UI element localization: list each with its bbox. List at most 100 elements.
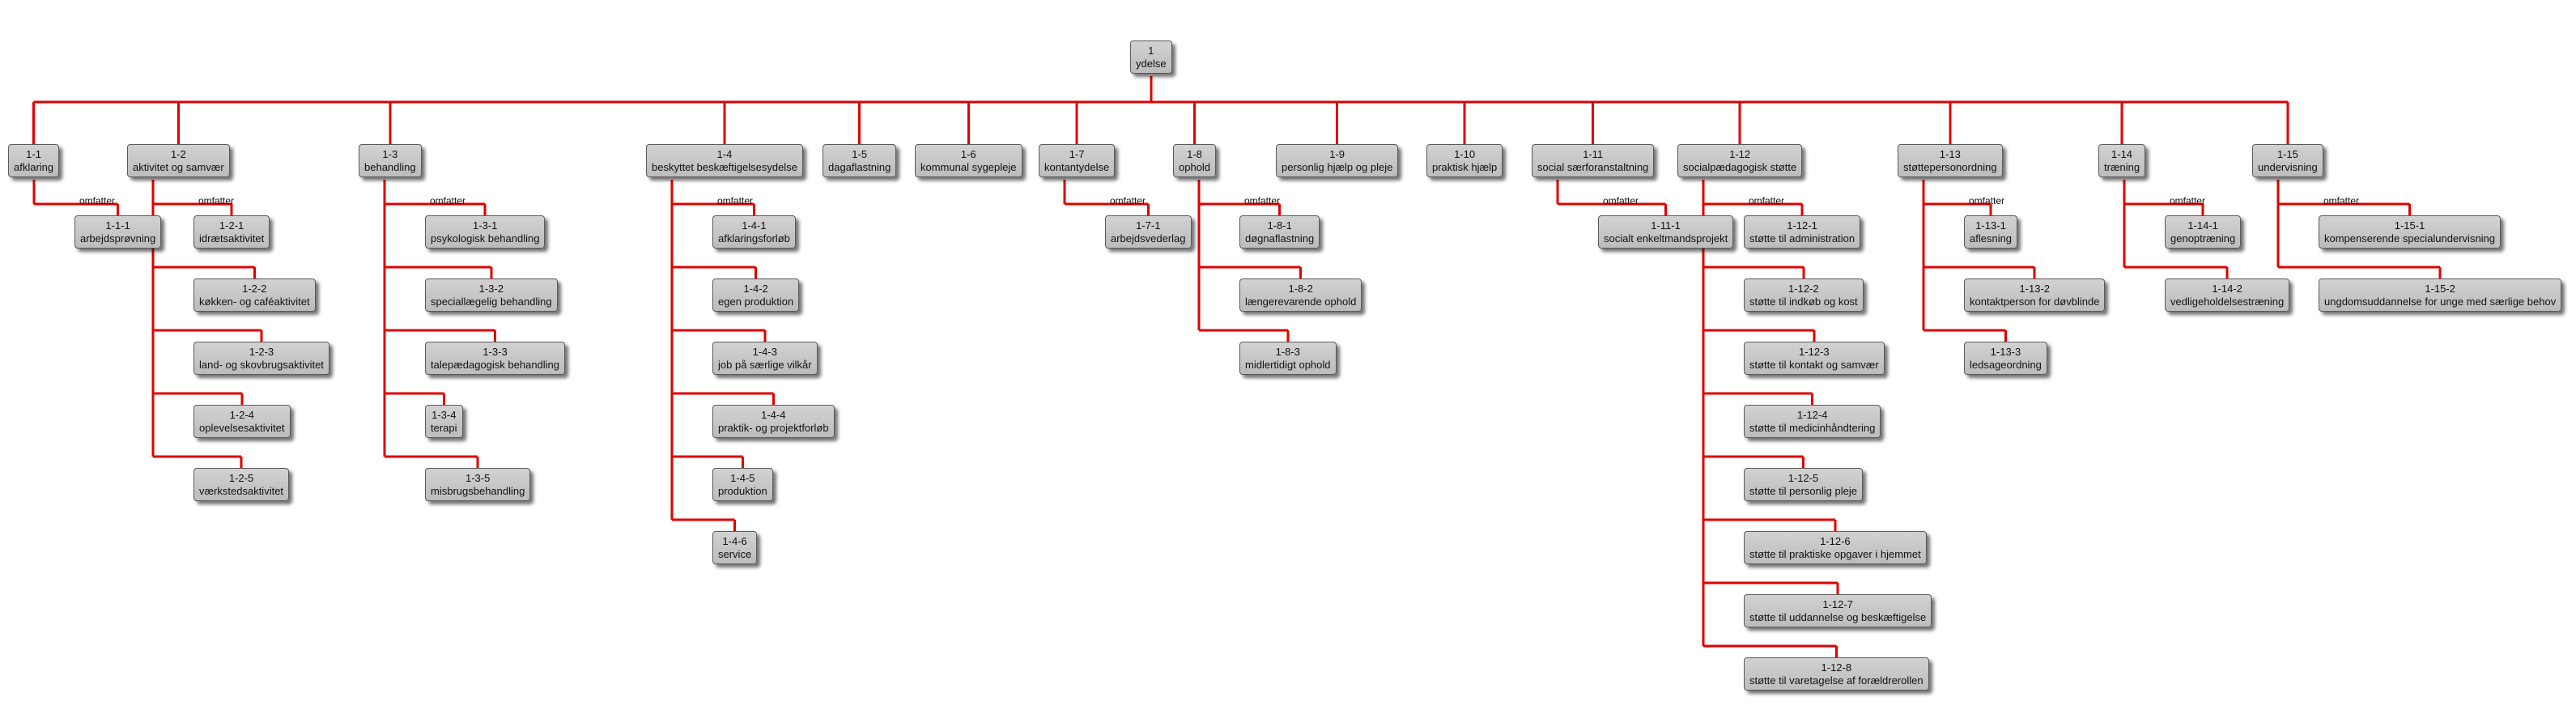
node-code: 1-12-2 bbox=[1788, 283, 1819, 295]
node-code: 1-3-5 bbox=[465, 472, 491, 484]
relation-label-omfatter: omfatter bbox=[2170, 195, 2206, 206]
relation-label-omfatter: omfatter bbox=[1969, 195, 2005, 206]
node-label: støtte til uddannelse og beskæftigelse bbox=[1749, 611, 1927, 623]
node-label: træning bbox=[2104, 161, 2140, 173]
node-label: speciallægelig behandling bbox=[431, 295, 552, 308]
node-label: terapi bbox=[431, 422, 457, 434]
node-code: 1-2-3 bbox=[249, 346, 274, 358]
node-code: 1-15 bbox=[2276, 148, 2298, 160]
node-label: kontaktperson for døvblinde bbox=[1970, 295, 2100, 308]
node-code: 1-4-5 bbox=[730, 472, 755, 484]
node-label: afklaringsforløb bbox=[718, 232, 790, 244]
node-code: 1-3-1 bbox=[473, 219, 498, 232]
node-label: personlig hjælp og pleje bbox=[1282, 161, 1393, 173]
node-code: 1-12-5 bbox=[1787, 472, 1819, 484]
node-label: dagaflastning bbox=[828, 161, 891, 173]
node-label: kompenserende specialundervisning bbox=[2324, 232, 2496, 244]
node-label: psykologisk behandling bbox=[431, 232, 540, 244]
node-label: arbejdsvederlag bbox=[1111, 232, 1186, 244]
relation-label-omfatter: omfatter bbox=[430, 195, 466, 206]
node-label: genoptræning bbox=[2170, 232, 2236, 244]
node-code: 1-12-4 bbox=[1796, 409, 1828, 421]
relation-label-omfatter: omfatter bbox=[1110, 195, 1146, 206]
node-label: ydelse bbox=[1136, 57, 1167, 70]
node-label: støttepersonordning bbox=[1903, 161, 1997, 173]
node-code: 1-2 bbox=[170, 148, 186, 160]
node-code: 1-3-4 bbox=[431, 409, 457, 421]
node-code: 1-8-1 bbox=[1267, 219, 1292, 232]
node-code: 1-9 bbox=[1329, 148, 1345, 160]
node-label: støtte til kontakt og samvær bbox=[1749, 359, 1879, 371]
node-code: 1-1-1 bbox=[105, 219, 130, 232]
node-code: 1-7 bbox=[1069, 148, 1085, 160]
node-code: 1-4-2 bbox=[743, 283, 768, 295]
node-code: 1-12 bbox=[1729, 148, 1751, 160]
relation-label-omfatter: omfatter bbox=[198, 195, 235, 206]
relation-label-omfatter: omfatter bbox=[717, 195, 754, 206]
node-label: produktion bbox=[718, 485, 767, 497]
node-label: støtte til personlig pleje bbox=[1749, 485, 1857, 497]
node-label: kommunal sygepleje bbox=[920, 161, 1017, 173]
node-label: midlertidigt ophold bbox=[1245, 359, 1331, 371]
node-label: værkstedsaktivitet bbox=[199, 485, 284, 497]
node-label: støtte til praktiske opgaver i hjemmet bbox=[1749, 548, 1921, 560]
node-code: 1-2-4 bbox=[229, 409, 254, 421]
node-label: beskyttet beskæftigelsesydelse bbox=[652, 161, 797, 173]
node-code: 1-4-1 bbox=[742, 219, 767, 232]
